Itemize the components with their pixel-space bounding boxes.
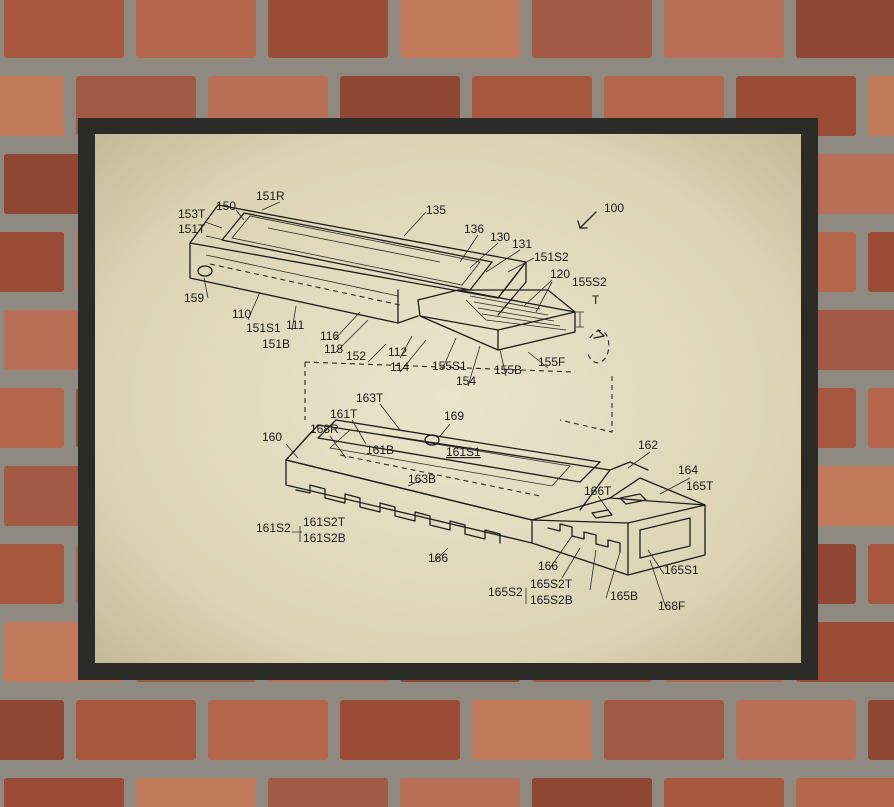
label-135: 135 <box>426 203 446 217</box>
brick <box>472 700 592 760</box>
label-169: 169 <box>444 409 464 423</box>
brick <box>664 778 784 807</box>
label-110: 110 <box>232 307 251 321</box>
label-111: 111 <box>286 318 305 332</box>
label-120: 120 <box>550 267 570 281</box>
label-150: 150 <box>216 199 236 213</box>
label-168f: 168F <box>658 599 685 613</box>
label-130: 130 <box>490 230 510 244</box>
brick <box>796 310 894 370</box>
label-165t: 165T <box>686 479 714 493</box>
label-154: 154 <box>456 374 476 388</box>
label-165s1: 165S1 <box>664 563 699 577</box>
label-161s2: 161S2 <box>256 521 291 535</box>
label-165s2t: 165S2T <box>530 577 573 591</box>
label-114: 114 <box>390 360 409 374</box>
label-168r: 168R <box>310 422 339 436</box>
label-112: 112 <box>388 345 407 359</box>
label-118: 118 <box>324 342 343 356</box>
label-t: T <box>592 293 600 307</box>
label-151r: 151R <box>256 189 285 203</box>
label-155f: 155F <box>538 355 565 369</box>
label-161t: 161T <box>330 407 358 421</box>
label-153t: 153T <box>178 207 206 221</box>
brick <box>796 466 894 526</box>
brick <box>268 778 388 807</box>
brick <box>0 544 64 604</box>
brick <box>4 778 124 807</box>
brick <box>796 154 894 214</box>
brick <box>136 778 256 807</box>
label-151s1: 151S1 <box>246 321 281 335</box>
label-151b: 151B <box>262 337 290 351</box>
label-165s2b: 165S2B <box>530 593 573 607</box>
reference-labels: 100 150 151R 153T 151T 135 136 130 131 1… <box>178 189 714 613</box>
label-100: 100 <box>604 201 624 215</box>
brick <box>0 232 64 292</box>
brick <box>0 76 64 136</box>
label-161b: 161B <box>366 443 394 457</box>
label-116: 116 <box>320 329 339 343</box>
brick <box>796 778 894 807</box>
label-165s2: 165S2 <box>488 585 523 599</box>
brick <box>400 0 520 58</box>
brick <box>400 778 520 807</box>
label-159: 159 <box>184 291 204 305</box>
label-161s1: 161S1 <box>446 445 481 459</box>
brick <box>604 700 724 760</box>
label-151s2: 151S2 <box>534 250 569 264</box>
alignment-lines <box>304 361 613 433</box>
brick <box>76 700 196 760</box>
label-151t: 151T <box>178 222 206 236</box>
lower-component-drawing <box>285 419 706 576</box>
label-162: 162 <box>638 438 658 452</box>
poster-paper <box>95 134 801 663</box>
label-155s1: 155S1 <box>432 359 467 373</box>
brick <box>664 0 784 58</box>
brick <box>268 0 388 58</box>
brick <box>532 0 652 58</box>
label-165b: 165B <box>610 589 638 603</box>
brick <box>868 388 894 448</box>
label-164: 164 <box>678 463 698 477</box>
label-163b: 163B <box>408 472 436 486</box>
brick <box>868 76 894 136</box>
brick <box>4 0 124 58</box>
label-163t: 163T <box>356 391 384 405</box>
label-166-plug: 166 <box>538 559 558 573</box>
label-152: 152 <box>346 349 366 363</box>
label-131: 131 <box>512 237 532 251</box>
brick <box>208 700 328 760</box>
brick <box>0 700 64 760</box>
brick <box>736 700 856 760</box>
label-166t: 166T <box>584 484 612 498</box>
brick <box>136 0 256 58</box>
brick <box>532 778 652 807</box>
brick <box>868 544 894 604</box>
brick <box>0 388 64 448</box>
label-161s2b: 161S2B <box>303 531 346 545</box>
brick <box>340 700 460 760</box>
label-161s2t: 161S2T <box>303 515 346 529</box>
brick <box>868 232 894 292</box>
brick <box>796 0 894 58</box>
brick <box>868 700 894 760</box>
label-155b: 155B <box>494 363 522 377</box>
label-160: 160 <box>262 430 282 444</box>
label-155s2: 155S2 <box>572 275 607 289</box>
brick <box>796 622 894 682</box>
label-136: 136 <box>464 222 484 236</box>
